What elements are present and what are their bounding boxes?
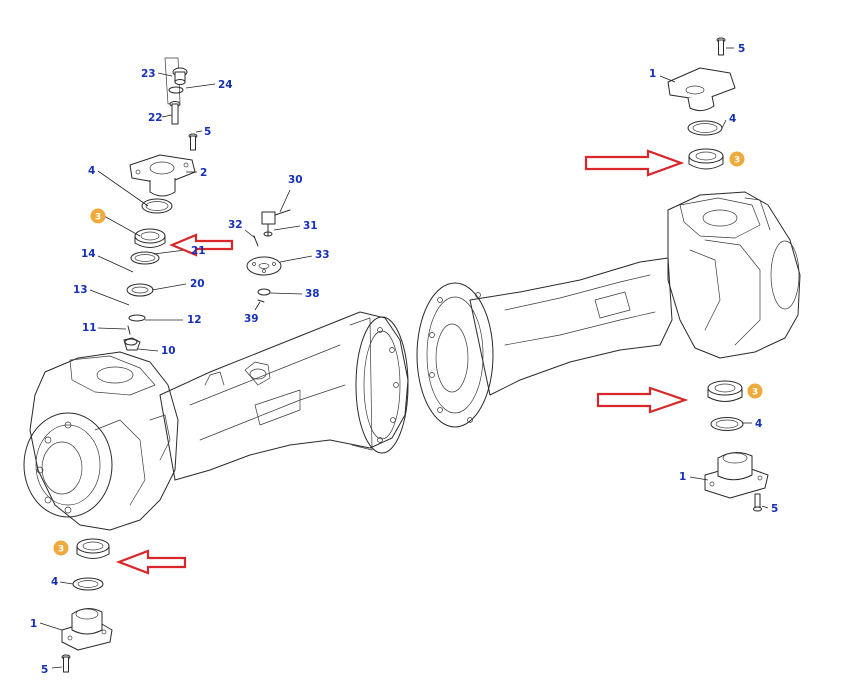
- callout-12: 12: [187, 314, 202, 326]
- highlight-badge-top-left: 3: [90, 208, 106, 224]
- red-arrow-icon: [169, 233, 234, 257]
- part-22-bolt: [169, 101, 181, 125]
- part-23-breather: [164, 57, 188, 105]
- callout-5: 5: [771, 503, 778, 515]
- callout-1: 1: [649, 68, 656, 80]
- part-5-bolt-bottom-right: [753, 493, 762, 512]
- callout-23: 23: [141, 68, 156, 80]
- callout-24: 24: [218, 79, 233, 91]
- callout-4: 4: [88, 165, 95, 177]
- callout-38: 38: [305, 288, 320, 300]
- part-30-tie-rod-end: [261, 209, 291, 237]
- part-10-king-pin: [123, 337, 141, 351]
- callout-2: 2: [200, 167, 207, 179]
- callout-22: 22: [148, 112, 163, 124]
- part-1-cover-bottom-right: [704, 452, 769, 499]
- part-11-pin: [127, 325, 131, 335]
- callout-5: 5: [41, 664, 48, 676]
- callout-21: 21: [191, 245, 206, 257]
- left-axle-housing: [23, 311, 409, 531]
- part-4-shim-bottom-right: [710, 417, 744, 431]
- part-31-washer: [263, 231, 273, 237]
- red-arrow-icon: [584, 149, 685, 177]
- callout-14: 14: [81, 248, 96, 260]
- callout-20: 20: [190, 278, 205, 290]
- part-3-bearing-top-right: [688, 148, 724, 170]
- callout-5: 5: [204, 126, 211, 138]
- part-4-shim-top-right: [687, 120, 723, 136]
- part-33-dust-cover: [246, 256, 282, 276]
- part-20-bearing: [126, 283, 154, 297]
- callout-4: 4: [755, 418, 762, 430]
- part-14-seal-ring: [130, 251, 160, 265]
- callout-labels: 23 24 22 5 2 4 21 14 20 13 11 12 10 30 3…: [30, 43, 778, 676]
- callout-31: 31: [303, 220, 318, 232]
- part-4-shim-bottom-left: [72, 577, 104, 591]
- part-5-bolt-top-left: [188, 133, 198, 151]
- part-21-o-ring: [134, 254, 156, 262]
- part-5-bolt-bottom-left: [61, 654, 71, 673]
- callout-4: 4: [729, 113, 736, 125]
- part-1-cover-bottom-left: [61, 608, 113, 651]
- part-1-cover-top-right: [667, 67, 736, 112]
- callout-13: 13: [73, 284, 88, 296]
- highlight-badge-bottom-right: 3: [747, 383, 763, 399]
- callout-1: 1: [679, 471, 686, 483]
- right-axle-housing: [416, 191, 801, 428]
- part-3-bearing-bottom-left: [76, 538, 110, 559]
- svg-text:3: 3: [752, 388, 758, 398]
- svg-text:3: 3: [58, 545, 64, 555]
- callout-33: 33: [315, 249, 330, 261]
- part-38-circlip: [257, 288, 271, 296]
- part-3-bearing-top-left: [134, 228, 166, 248]
- svg-text:3: 3: [734, 156, 740, 166]
- highlight-badge-top-right: 3: [729, 151, 745, 167]
- highlight-badge-bottom-left: 3: [53, 540, 69, 556]
- red-arrow-icon: [596, 386, 689, 414]
- callout-39: 39: [244, 313, 259, 325]
- callout-10: 10: [161, 345, 176, 357]
- part-4-shim-top-left: [141, 198, 173, 214]
- part-39-key: [257, 299, 265, 303]
- svg-text:3: 3: [95, 213, 101, 223]
- leader-lines: [39, 47, 769, 669]
- part-24-o-ring: [168, 86, 184, 94]
- callout-11: 11: [82, 322, 97, 334]
- part-5-bolt-top-right: [716, 37, 726, 56]
- callout-32: 32: [228, 219, 243, 231]
- callout-5: 5: [738, 43, 745, 55]
- part-3-bearing-bottom-right: [707, 380, 743, 402]
- red-arrow-icon: [115, 549, 187, 575]
- part-12-ring: [128, 314, 146, 322]
- callout-30: 30: [288, 174, 303, 186]
- callout-4: 4: [51, 576, 58, 588]
- part-2-cover-plate: [129, 154, 196, 197]
- callout-1: 1: [30, 618, 37, 630]
